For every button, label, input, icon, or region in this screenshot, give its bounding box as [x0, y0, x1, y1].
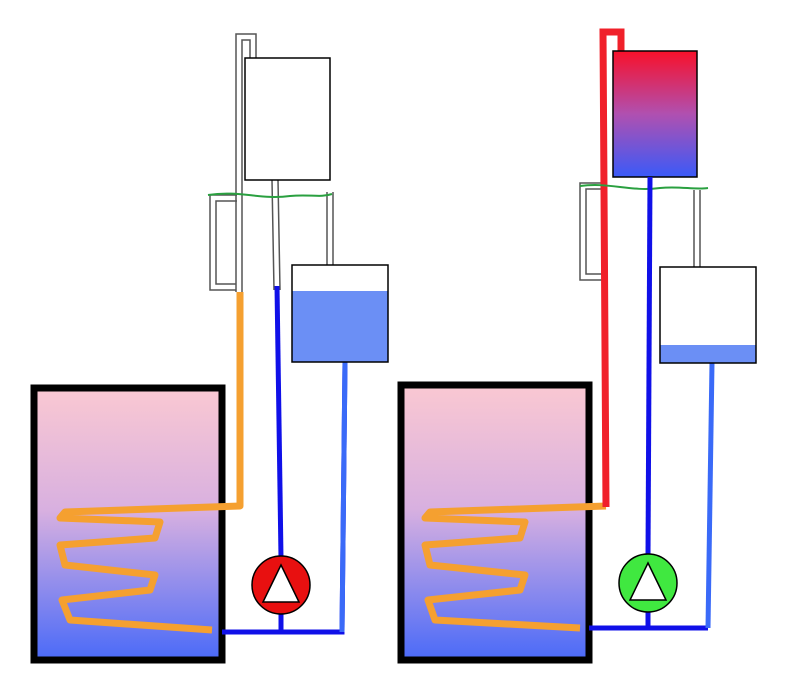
left-system	[30, 33, 389, 664]
idle-bypass-pipe	[579, 182, 701, 281]
pump-arrow-icon	[628, 561, 668, 601]
expansion-tank	[291, 264, 389, 363]
idle-collector-pipe	[209, 33, 334, 292]
expansion-tank-water	[292, 291, 388, 362]
expansion-tank	[659, 266, 757, 364]
hot-flow-pipe	[599, 28, 625, 508]
roof-line	[207, 192, 333, 198]
cold-return-pipe	[645, 176, 653, 557]
roof-line	[579, 184, 709, 190]
pump-on	[618, 553, 678, 628]
solar-collector-hot	[612, 50, 698, 178]
expansion-pipe	[339, 361, 348, 633]
right-system	[397, 28, 757, 664]
heat-exchanger-coil	[56, 292, 244, 634]
expansion-tank-water	[660, 345, 756, 363]
heat-exchanger-coil	[421, 502, 607, 632]
pump-off	[251, 555, 311, 632]
supply-pipe	[274, 285, 284, 559]
pump-arrow-icon	[261, 563, 301, 603]
solar-collector-cold	[244, 57, 331, 181]
expansion-pipe	[705, 362, 715, 629]
